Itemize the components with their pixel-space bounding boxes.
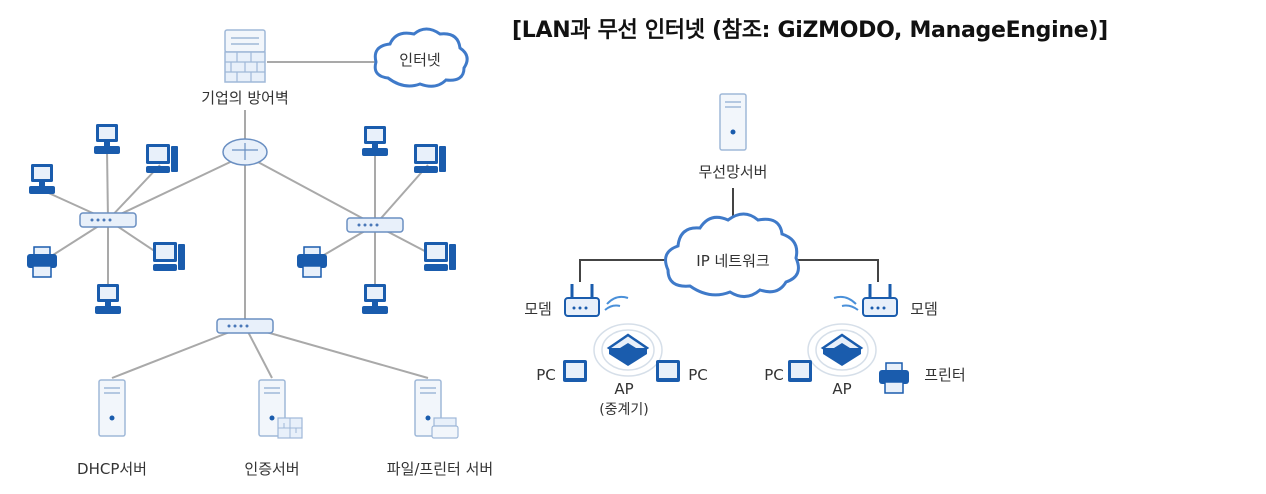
internet-label: 인터넷 xyxy=(399,51,440,69)
wireless-server-icon xyxy=(719,93,747,151)
switch-right-icon xyxy=(346,217,404,233)
printer-icon xyxy=(26,246,58,278)
firewall-label: 기업의 방어벽 xyxy=(201,89,289,107)
internet-cloud-icon: 인터넷 xyxy=(373,27,469,88)
desktop-pc-icon xyxy=(153,242,185,271)
pc-right-label: PC xyxy=(764,366,784,384)
auth-server-label: 인증서버 xyxy=(244,460,299,478)
desktop-pc-icon xyxy=(424,242,456,271)
dhcp-server-label: DHCP서버 xyxy=(77,460,147,478)
auth-server-icon xyxy=(258,379,303,439)
pc-left2-label: PC xyxy=(688,366,708,384)
pc-left1-label: PC xyxy=(536,366,556,384)
modem-left-icon xyxy=(563,282,601,318)
printer-icon xyxy=(296,246,328,278)
ip-network-cloud-icon: IP 네트워크 xyxy=(664,212,800,298)
access-point-right-icon xyxy=(806,322,878,378)
pc-left2-icon xyxy=(656,360,680,382)
printer-icon xyxy=(878,362,910,394)
wifi-signal-left-icon xyxy=(604,295,629,311)
switch-left-icon xyxy=(79,212,137,228)
firewall-icon xyxy=(224,29,266,83)
pc-right-icon xyxy=(788,360,812,382)
desktop-pc-icon xyxy=(94,124,120,154)
modem-right-label: 모뎀 xyxy=(910,300,938,318)
desktop-pc-icon xyxy=(146,144,178,173)
ap-left-label: AP xyxy=(614,380,633,398)
diagram-title: [LAN과 무선 인터넷 (참조: GiZMODO, ManageEngine)… xyxy=(512,18,1108,43)
desktop-pc-icon xyxy=(362,284,388,314)
ap-right-label: AP xyxy=(832,380,851,398)
wifi-signal-right-icon xyxy=(833,295,859,311)
file-printer-server-icon xyxy=(414,379,459,439)
wireless-diagram: 무선망서버 IP 네트워크 모뎀 PC PC AP (중계기) 모뎀 PC AP… xyxy=(524,93,966,418)
printer-label: 프린터 xyxy=(924,366,965,384)
file-printer-server-label: 파일/프린터 서버 xyxy=(387,460,493,478)
switch-bottom-icon xyxy=(216,318,274,334)
desktop-pc-icon xyxy=(29,164,55,194)
desktop-pc-icon xyxy=(414,144,446,173)
dhcp-server-icon xyxy=(98,379,126,437)
desktop-pc-icon xyxy=(95,284,121,314)
router-icon xyxy=(222,138,268,166)
ap-left-sub-label: (중계기) xyxy=(599,402,649,418)
desktop-pc-icon xyxy=(362,126,388,156)
modem-right-icon xyxy=(861,282,899,318)
lan-diagram: 기업의 방어벽 인터넷 xyxy=(26,27,493,478)
access-point-left-icon xyxy=(592,322,664,378)
modem-left-label: 모뎀 xyxy=(524,300,552,318)
pc-left1-icon xyxy=(563,360,587,382)
ip-network-label: IP 네트워크 xyxy=(696,252,769,270)
wireless-server-label: 무선망서버 xyxy=(698,163,767,181)
